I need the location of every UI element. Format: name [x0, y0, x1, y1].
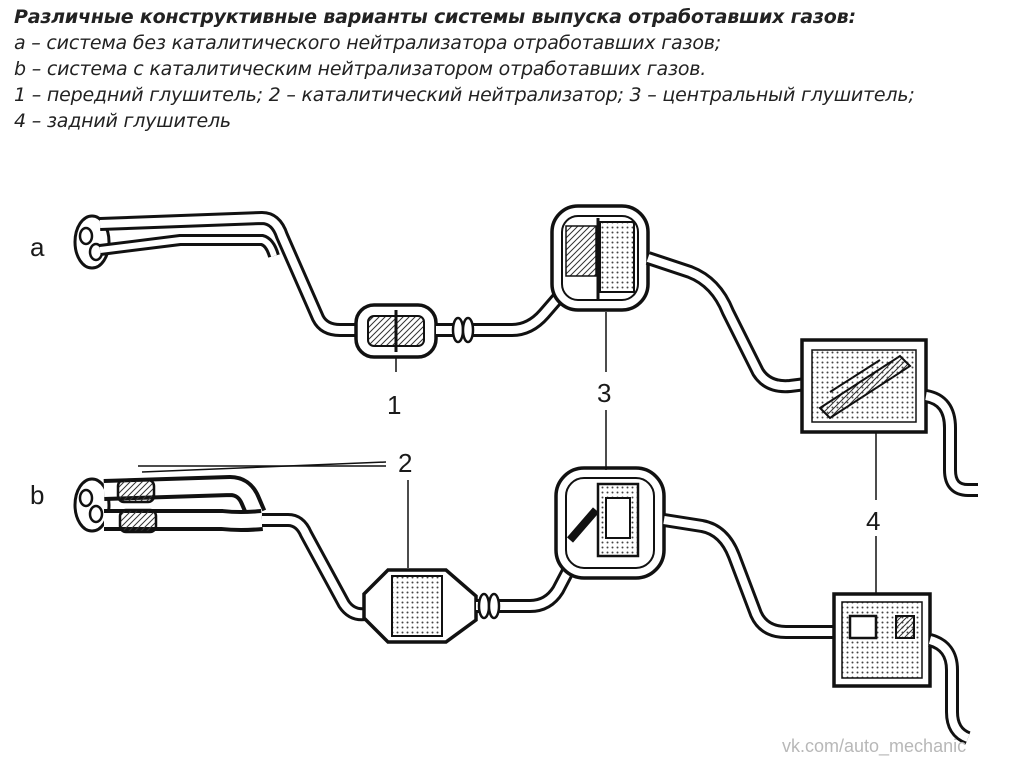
caption-line-b: b – система с каталитическим нейтрализат…	[14, 58, 707, 80]
caption-line-parts: 1 – передний глушитель; 2 – каталитическ…	[14, 84, 915, 106]
flange-b	[73, 477, 111, 533]
label-part-4: 4	[866, 506, 880, 536]
central-muffler-a	[550, 204, 650, 312]
exhaust-system-b	[73, 466, 971, 745]
watermark: vk.com/auto_mechanic	[782, 736, 966, 757]
diagram-caption: Различные конструктивные варианты систем…	[14, 4, 1014, 134]
label-variant-a: a	[30, 232, 45, 262]
rear-muffler-b	[832, 592, 932, 688]
middle-pipe-a	[436, 279, 576, 344]
label-part-2: 2	[398, 448, 412, 478]
front-pipe-b	[103, 474, 367, 622]
label-part-1: 1	[387, 390, 401, 420]
tailpipe-a	[924, 389, 978, 497]
middle-pipe-b	[476, 544, 587, 620]
exhaust-system-a	[73, 204, 978, 497]
leader-2-top-2	[141, 461, 387, 473]
front-pipe-a	[99, 210, 356, 337]
caption-line-a: а – система без каталитического нейтрали…	[14, 32, 721, 54]
tailpipe-b	[927, 633, 971, 745]
rear-muffler-a	[800, 338, 928, 434]
label-part-3: 3	[597, 378, 611, 408]
label-variant-b: b	[30, 480, 44, 510]
caption-title: Различные конструктивные варианты систем…	[14, 6, 856, 28]
rear-pipe-a	[645, 251, 807, 394]
front-muffler-a	[354, 303, 438, 359]
rear-pipe-b	[662, 513, 836, 639]
caption-line-4: 4 – задний глушитель	[14, 110, 231, 132]
central-muffler-b	[554, 466, 666, 580]
catalytic-converter-b	[362, 568, 478, 644]
leader-lines	[138, 312, 877, 594]
